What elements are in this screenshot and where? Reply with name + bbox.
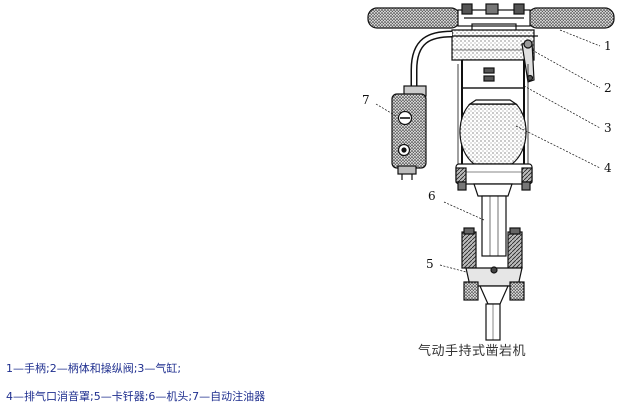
callout-2: 2 <box>604 81 612 95</box>
legend-line-1: 1—手柄;2—柄体和操纵阀;3—气缸; <box>6 362 182 375</box>
callout-3: 3 <box>604 121 612 135</box>
legend-line-2: 4—排气口消音罩;5—卡钎器;6—机头;7—自动注油器 <box>6 390 266 403</box>
callout-4: 4 <box>604 161 612 175</box>
cylinder-part <box>457 59 529 170</box>
body-and-valve-part <box>448 29 538 83</box>
callout-7: 7 <box>362 93 370 107</box>
callout-5: 5 <box>426 257 434 271</box>
lubricator-part <box>391 85 427 180</box>
callout-6: 6 <box>428 189 436 203</box>
muffler-part <box>459 99 527 165</box>
figure-caption: 气动手持式凿岩机 <box>418 344 527 359</box>
handle-part <box>367 3 615 33</box>
front-head-part <box>455 163 533 257</box>
callout-1: 1 <box>604 39 612 53</box>
retainer-part <box>461 227 525 305</box>
